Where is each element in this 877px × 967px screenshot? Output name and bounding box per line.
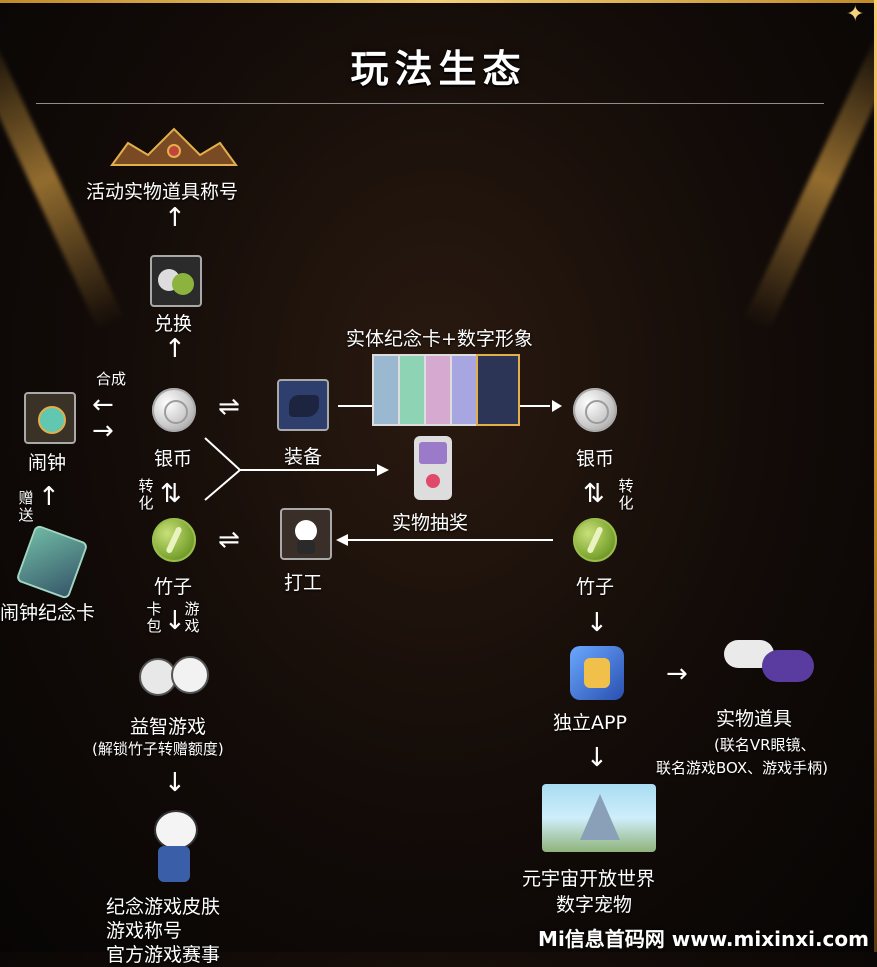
card-pack-label: 卡包 — [146, 600, 162, 635]
arrow-down-to-skins: ↓ — [164, 768, 186, 798]
watermark: Mi信息首码网 www.mixinxi.com — [538, 927, 869, 951]
equipment-label: 装备 — [284, 446, 323, 468]
exchange-arrows-bamboo-work: ⇌ — [218, 525, 240, 555]
exchange-label: 兑换 — [154, 313, 193, 335]
convert-left-label: 转化 — [138, 477, 154, 512]
title-reward-label: 活动实物道具称号 — [86, 181, 239, 203]
top-gold-border — [0, 0, 877, 3]
arrow-down-to-puzzle: ↓ — [164, 606, 186, 636]
arrow-up-to-reward: ↑ — [164, 203, 186, 233]
exchange-icon — [150, 255, 202, 307]
commemorative-cards-image — [372, 354, 520, 426]
physical-props-sub2-label: 联名游戏BOX、游戏手柄) — [656, 759, 829, 777]
physical-props-label: 实物道具 — [716, 708, 793, 730]
lottery-machine-icon — [414, 436, 452, 500]
standalone-app-icon — [570, 646, 624, 700]
work-panda-icon — [280, 508, 332, 560]
arrow-up-to-alarm: ↑ — [38, 482, 60, 512]
arrow-left-synthesize: ← — [92, 390, 114, 420]
bamboo-left-label: 竹子 — [154, 576, 193, 598]
digital-pet-label: 数字宠物 — [556, 894, 633, 916]
bamboo-right-label: 竹子 — [576, 576, 615, 598]
skins-line-2: 游戏称号 — [106, 920, 183, 942]
silver-coin-right-label: 银币 — [576, 448, 615, 470]
physical-lottery-label: 实物抽奖 — [392, 512, 469, 534]
right-gold-border — [874, 0, 877, 952]
standalone-app-label: 独立APP — [553, 712, 627, 734]
page-title: 玩法生态 — [350, 47, 527, 91]
skins-line-1: 纪念游戏皮肤 — [106, 896, 221, 918]
skins-line-3: 官方游戏赛事 — [106, 944, 221, 966]
metaverse-image — [542, 784, 656, 852]
panda-group-icon — [135, 648, 211, 702]
arrow-up-to-exchange: ↑ — [164, 334, 186, 364]
arrow-right-to-props: → — [666, 659, 688, 689]
gift-label: 赠送 — [18, 489, 34, 524]
convert-left-arrows: ⇅ — [160, 479, 182, 509]
arrow-right-synthesize: → — [92, 416, 114, 446]
synthesize-label: 合成 — [96, 370, 127, 388]
puzzle-game-label: 益智游戏 — [130, 716, 207, 738]
alarm-clock-icon — [24, 392, 76, 444]
exchange-arrows-coin-equipment: ⇌ — [218, 392, 240, 422]
bamboo-left-icon — [152, 518, 196, 562]
game-label: 游戏 — [184, 600, 200, 635]
title-divider — [36, 103, 824, 104]
physical-card-digital-label: 实体纪念卡+数字形象 — [346, 328, 533, 350]
alarm-clock-label: 闹钟 — [28, 452, 67, 474]
equipment-icon — [277, 379, 329, 431]
convert-right-label: 转化 — [618, 477, 634, 512]
arrow-down-to-app: ↓ — [586, 608, 608, 638]
physical-props-sub1-label: (联名VR眼镜、 — [714, 736, 816, 754]
arrow-down-to-metaverse: ↓ — [586, 743, 608, 773]
bamboo-right-icon — [573, 518, 617, 562]
puzzle-game-sub-label: (解锁竹子转赠额度) — [92, 740, 224, 758]
convert-right-arrows: ⇅ — [583, 479, 605, 509]
silver-coin-left-icon — [152, 388, 196, 432]
work-label: 打工 — [284, 572, 323, 594]
crown-emblem-icon — [108, 125, 240, 171]
star-ornament-icon: ✦ — [846, 2, 865, 27]
gamepad-vr-icon — [722, 632, 818, 692]
silver-coin-right-icon — [573, 388, 617, 432]
metaverse-label: 元宇宙开放世界 — [522, 868, 656, 890]
silver-coin-left-label: 银币 — [154, 448, 193, 470]
panda-skin-icon — [150, 810, 198, 884]
alarm-card-label: 闹钟纪念卡 — [0, 602, 96, 624]
